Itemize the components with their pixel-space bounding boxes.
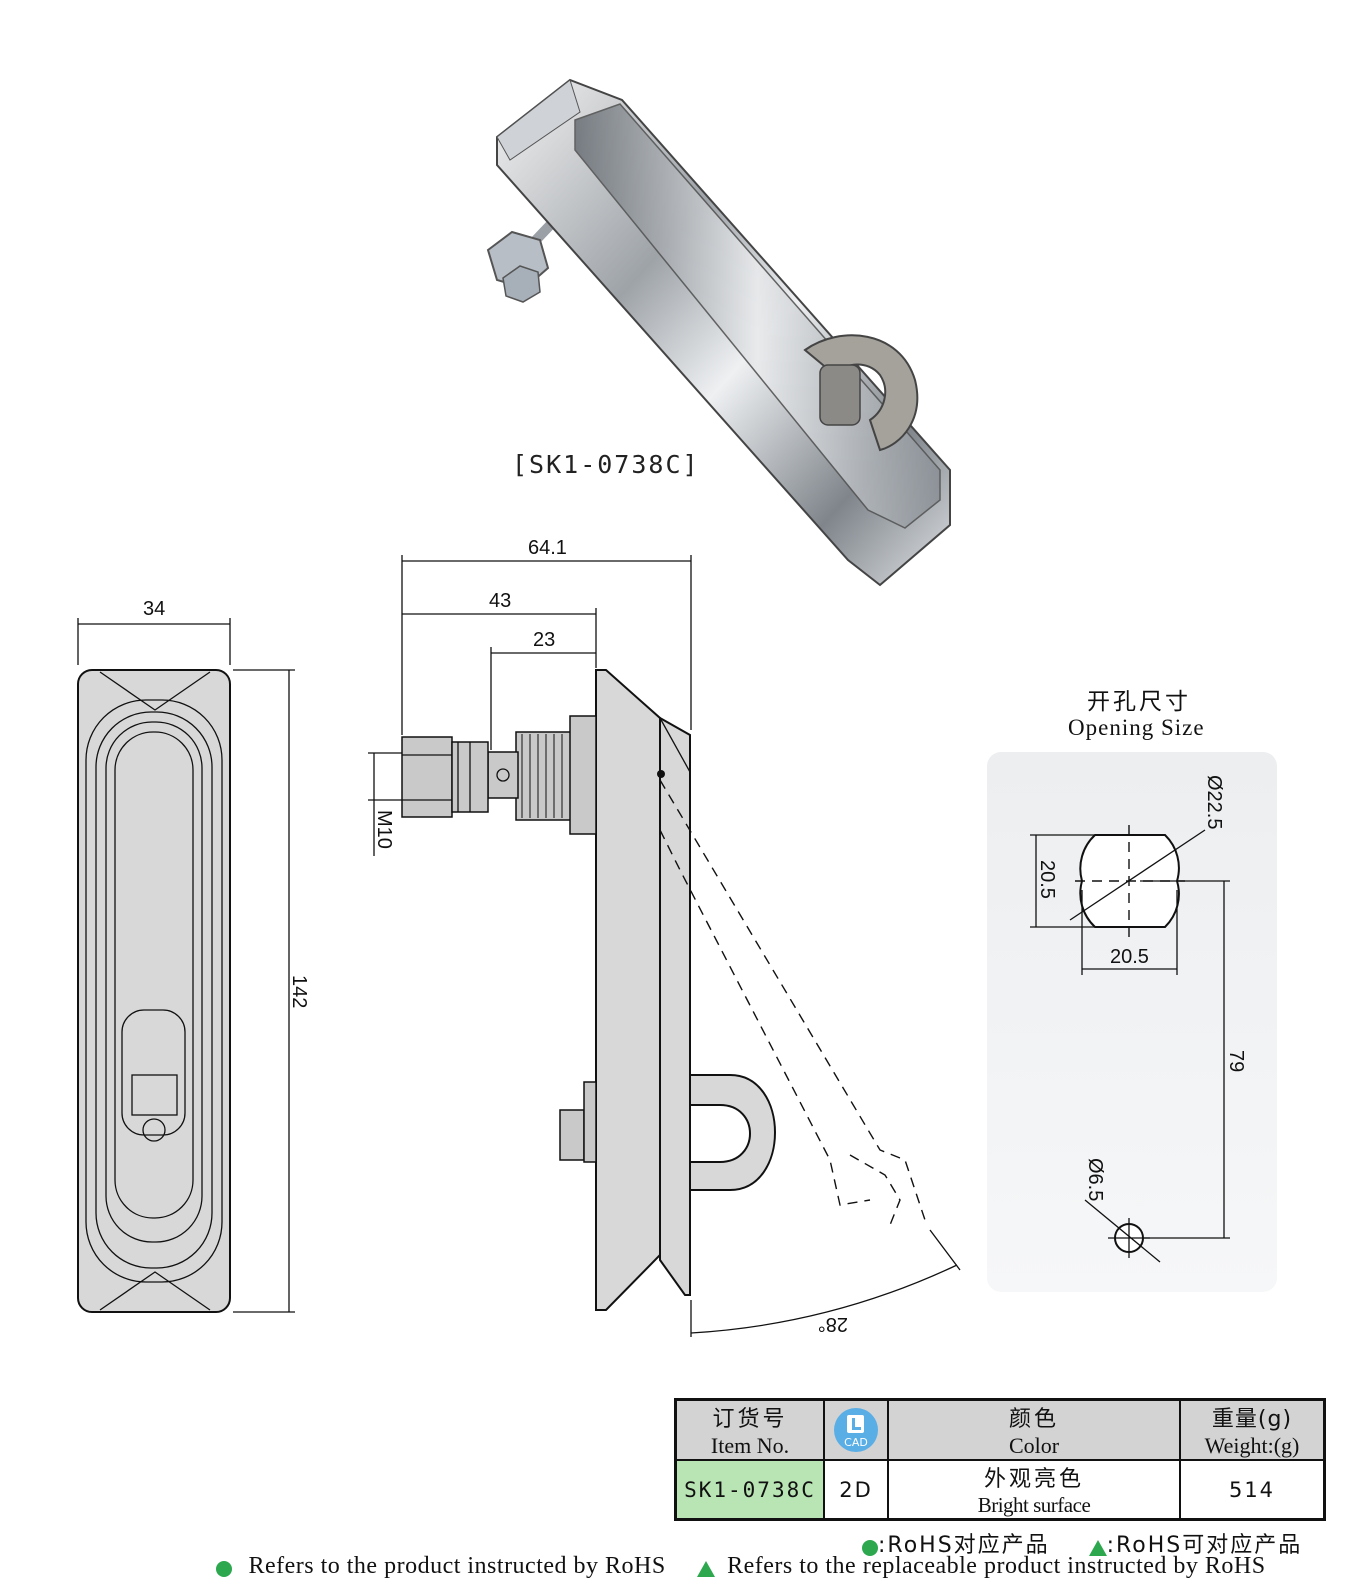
cell-item-no: SK1-0738C [674, 1459, 825, 1521]
header-item-no: 订货号 Item No. [674, 1398, 825, 1461]
dim-total-depth: 64.1 [528, 537, 567, 559]
rohs-dot-icon [216, 1560, 232, 1577]
cad-icon: CAD [834, 1408, 878, 1452]
dim-front-height: 142 [288, 975, 310, 1008]
header-weight-cn: 重量(g) [1211, 1407, 1293, 1432]
legend-replaceable-cn: :RoHS可对应产品 [1106, 1533, 1303, 1558]
header-color: 颜色 Color [887, 1398, 1181, 1461]
dim-flat-width: 20.5 [1110, 946, 1149, 968]
legend-rohs-en: Refers to the product instructed by RoHS [248, 1553, 666, 1579]
dim-swing-angle: 28° [818, 1313, 848, 1335]
opening-size-panel: 开孔尺寸 Opening Size Ø22.5 20.5 20.5 79 Ø6.… [987, 689, 1277, 1292]
cell-color-cn: 外观亮色 [983, 1467, 1084, 1492]
product-model-label: [SK1-0738C] [512, 450, 700, 479]
header-color-cn: 颜色 [1008, 1407, 1059, 1432]
cell-weight: 514 [1179, 1459, 1326, 1521]
dim-front-width: 34 [143, 598, 165, 620]
opening-panel-bg [987, 752, 1277, 1292]
opening-title-cn: 开孔尺寸 [1087, 689, 1191, 715]
header-item-cn: 订货号 [712, 1407, 788, 1432]
dim-diameter-large: Ø22.5 [1203, 775, 1225, 829]
header-weight: 重量(g) Weight:(g) [1179, 1398, 1326, 1461]
side-base-plate [595, 669, 661, 1311]
dim-diameter-small: Ø6.5 [1084, 1158, 1106, 1201]
table-row: SK1-0738C 2D 外观亮色 Bright surface 514 [674, 1459, 1326, 1521]
legend-replaceable-en: Refers to the replaceable product instru… [727, 1553, 1266, 1579]
header-cad: CAD [823, 1398, 889, 1461]
product-photo: [SK1-0738C] [486, 78, 951, 587]
cell-cad[interactable]: 2D [823, 1459, 889, 1521]
cad-icon-label: CAD [844, 1436, 868, 1449]
dim-center-distance: 79 [1225, 1050, 1247, 1072]
replaceable-triangle-icon [1088, 1539, 1107, 1556]
legend-en-row: Refers to the product instructed by RoHS… [216, 1553, 1266, 1580]
side-view: 64.1 43 23 M10 28° [368, 537, 961, 1337]
dim-flat-height: 20.5 [1036, 860, 1058, 899]
spec-table-header-row: 订货号 Item No. CAD 颜色 Color 重量(g) Weight:(… [674, 1398, 1326, 1461]
dim-depth-43: 43 [489, 590, 511, 612]
replaceable-triangle-icon [696, 1560, 715, 1577]
cell-color-en: Bright surface [977, 1493, 1091, 1517]
front-view: 34 142 [77, 598, 310, 1313]
legend-cn-row: :RoHS对应产品 :RoHS可对应产品 [862, 1527, 1302, 1559]
side-nut [401, 736, 453, 818]
dim-depth-23: 23 [533, 629, 555, 651]
front-outline [77, 669, 231, 1313]
spec-table: 订货号 Item No. CAD 颜色 Color 重量(g) Weight:(… [674, 1398, 1326, 1521]
opening-title-en: Opening Size [1068, 715, 1205, 740]
handle-illustration [496, 78, 951, 587]
dim-thread: M10 [373, 810, 395, 849]
header-item-en: Item No. [710, 1433, 790, 1458]
bolt-illustration [486, 216, 559, 303]
header-weight-en: Weight:(g) [1204, 1433, 1300, 1458]
cell-color: 外观亮色 Bright surface [887, 1459, 1181, 1521]
rohs-dot-icon [862, 1539, 878, 1556]
header-color-en: Color [1008, 1433, 1060, 1458]
legend-rohs-cn: :RoHS对应产品 [878, 1533, 1050, 1558]
